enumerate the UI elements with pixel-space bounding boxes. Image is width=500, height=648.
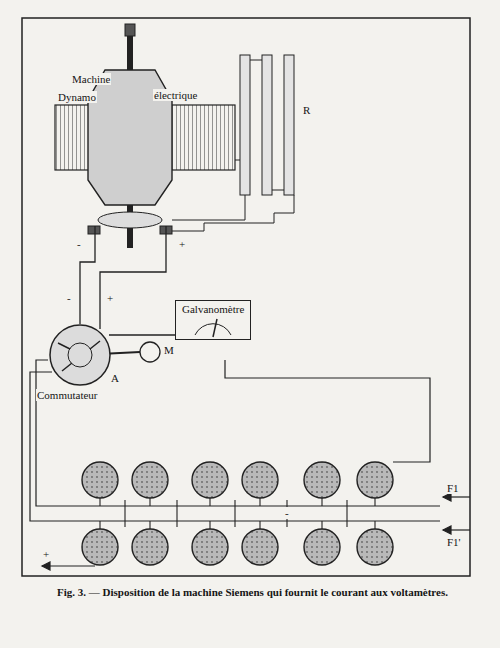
- machine-label: Dynamo: [57, 91, 97, 103]
- wire: [100, 226, 166, 329]
- wire: [109, 334, 175, 335]
- polarity-sign: +: [42, 548, 50, 560]
- part-letter: R: [302, 104, 311, 116]
- resistance: [172, 55, 294, 231]
- part-letter: M: [163, 344, 175, 356]
- polarity-sign: -: [66, 292, 72, 304]
- commutator-node: Commutateur: [48, 323, 112, 387]
- part-letter: A: [110, 372, 120, 384]
- dynamo-machine: [55, 24, 235, 248]
- galvanometer-box: Galvanomètre: [175, 300, 251, 340]
- frame: [22, 18, 470, 576]
- polarity-sign: -: [284, 507, 290, 519]
- wire: [80, 226, 95, 324]
- voltameters: [82, 462, 440, 565]
- machine-label: électrique: [153, 89, 198, 101]
- commutator-disc: [48, 323, 112, 387]
- instrument-name: Galvanomètre: [181, 303, 245, 315]
- dynamo-node: MachineDynamo électrique: [55, 65, 235, 205]
- wires: [30, 360, 470, 570]
- polarity-sign: -: [76, 238, 82, 250]
- part-letter: F1': [446, 536, 462, 548]
- polarity-sign: +: [106, 292, 114, 304]
- polarity-sign: +: [178, 238, 186, 250]
- part-letter: F1: [446, 482, 460, 494]
- caption: Fig. 3. — Disposition de la machine Siem…: [40, 586, 465, 600]
- machine-label: Commutateur: [36, 389, 99, 401]
- galvanometer-needle: [183, 315, 243, 339]
- machine-label: Machine: [71, 73, 111, 85]
